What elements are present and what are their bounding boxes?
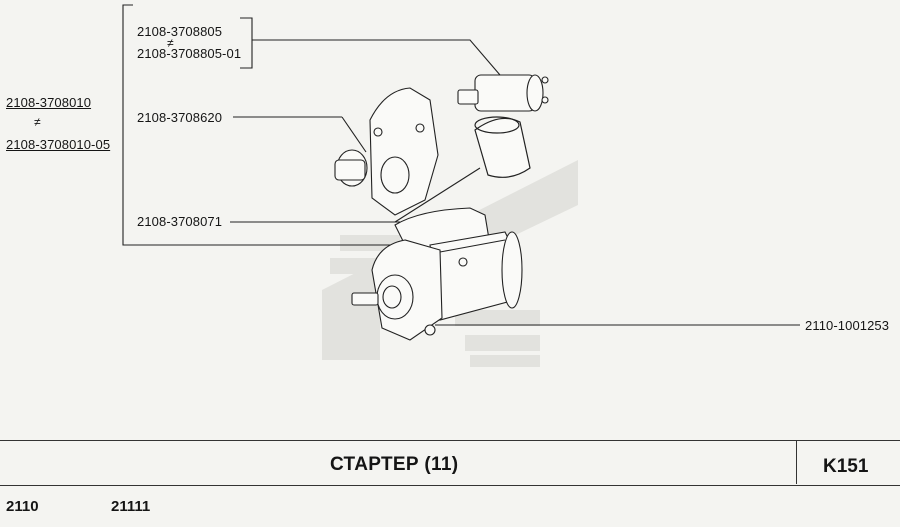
label-cover: 2108-3708071 [137,214,223,229]
label-assembly-neq: ≠ [34,115,41,129]
label-solenoid-neq: ≠ [167,36,174,50]
drive-drawing [334,87,439,216]
label-bolt: 2110-1001253 [805,318,890,333]
footer-model: 2110 [6,498,39,515]
solenoid-drawing [457,74,549,112]
ring-drawing [474,116,531,178]
label-solenoid-main: 2108-3708805 [137,24,223,39]
parts-diagram [122,4,800,367]
page-code: K151 [823,456,869,477]
title-divider [796,441,797,484]
label-assembly-alt: 2108-3708010-05 [6,137,111,152]
label-solenoid-alt: 2108-3708805-01 [137,46,242,61]
page-title: СТАРТЕР (11) [330,454,459,475]
label-assembly-main: 2108-3708010 [6,95,92,110]
footer-variant: 21111 [111,498,151,515]
title-bar [0,440,900,486]
leader-lines [122,4,800,326]
starter-assembly-drawing [351,207,523,341]
label-drive: 2108-3708620 [137,110,223,125]
